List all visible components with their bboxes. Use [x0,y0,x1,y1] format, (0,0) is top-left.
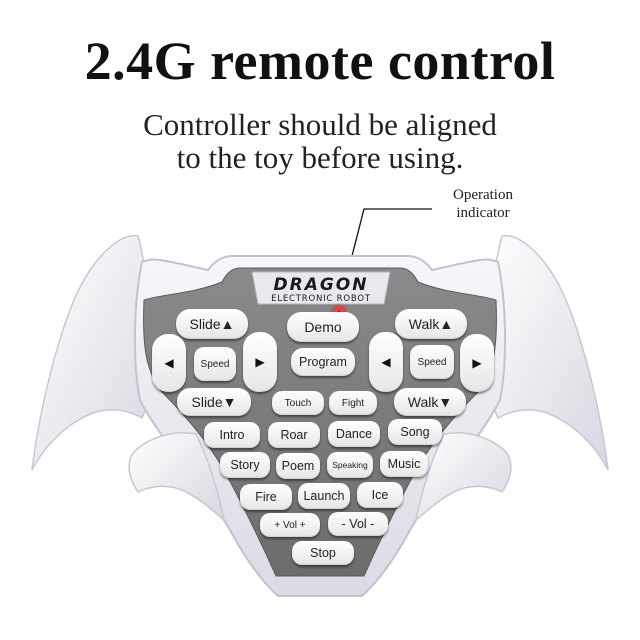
dance-button[interactable]: Dance [328,421,380,447]
indicator-label-line-2: indicator [456,205,510,221]
subtitle-line-2: to the toy before using. [176,140,464,175]
left-claw [128,432,226,522]
right-arrow-button-1[interactable]: ▶ [243,332,277,392]
song-button[interactable]: Song [388,419,442,445]
story-button[interactable]: Story [220,452,270,478]
slide-up-button[interactable]: Slide▲ [176,309,248,339]
touch-button[interactable]: Touch [272,391,324,415]
fight-button[interactable]: Fight [329,391,377,415]
volume-up-button[interactable]: + Vol + [260,513,320,537]
speed-button-2[interactable]: Speed [410,345,454,379]
left-arrow-button-1[interactable]: ◀ [152,334,186,392]
page-title: 2.4G remote control [84,31,556,91]
stop-button[interactable]: Stop [292,541,354,565]
brand-logo: DRAGON ELECTRONIC ROBOT [258,276,384,304]
intro-button[interactable]: Intro [204,422,260,448]
brand-tagline: ELECTRONIC ROBOT [271,294,371,304]
speaking-button[interactable]: Speaking [327,452,373,478]
walk-down-button[interactable]: Walk▼ [394,388,466,416]
brand-name: DRAGON [273,275,369,295]
program-button[interactable]: Program [291,348,355,376]
operation-indicator-label: Operation indicator [428,186,538,222]
poem-button[interactable]: Poem [276,453,320,479]
demo-button[interactable]: Demo [287,312,359,342]
subtitle-line-1: Controller should be aligned [143,107,497,142]
music-button[interactable]: Music [380,451,428,477]
volume-down-button[interactable]: - Vol - [328,512,388,536]
logo-plate [251,271,391,305]
walk-up-button[interactable]: Walk▲ [395,309,467,339]
speed-button-1[interactable]: Speed [194,347,236,381]
launch-button[interactable]: Launch [298,483,350,509]
right-arrow-button-2[interactable]: ▶ [460,334,494,392]
slide-down-button[interactable]: Slide▼ [177,388,251,416]
roar-button[interactable]: Roar [268,422,320,448]
indicator-label-line-1: Operation [453,187,513,203]
ice-button[interactable]: Ice [357,482,403,508]
right-claw [414,432,512,522]
fire-button[interactable]: Fire [240,484,292,510]
control-panel [143,267,497,577]
left-arrow-button-2[interactable]: ◀ [369,332,403,392]
